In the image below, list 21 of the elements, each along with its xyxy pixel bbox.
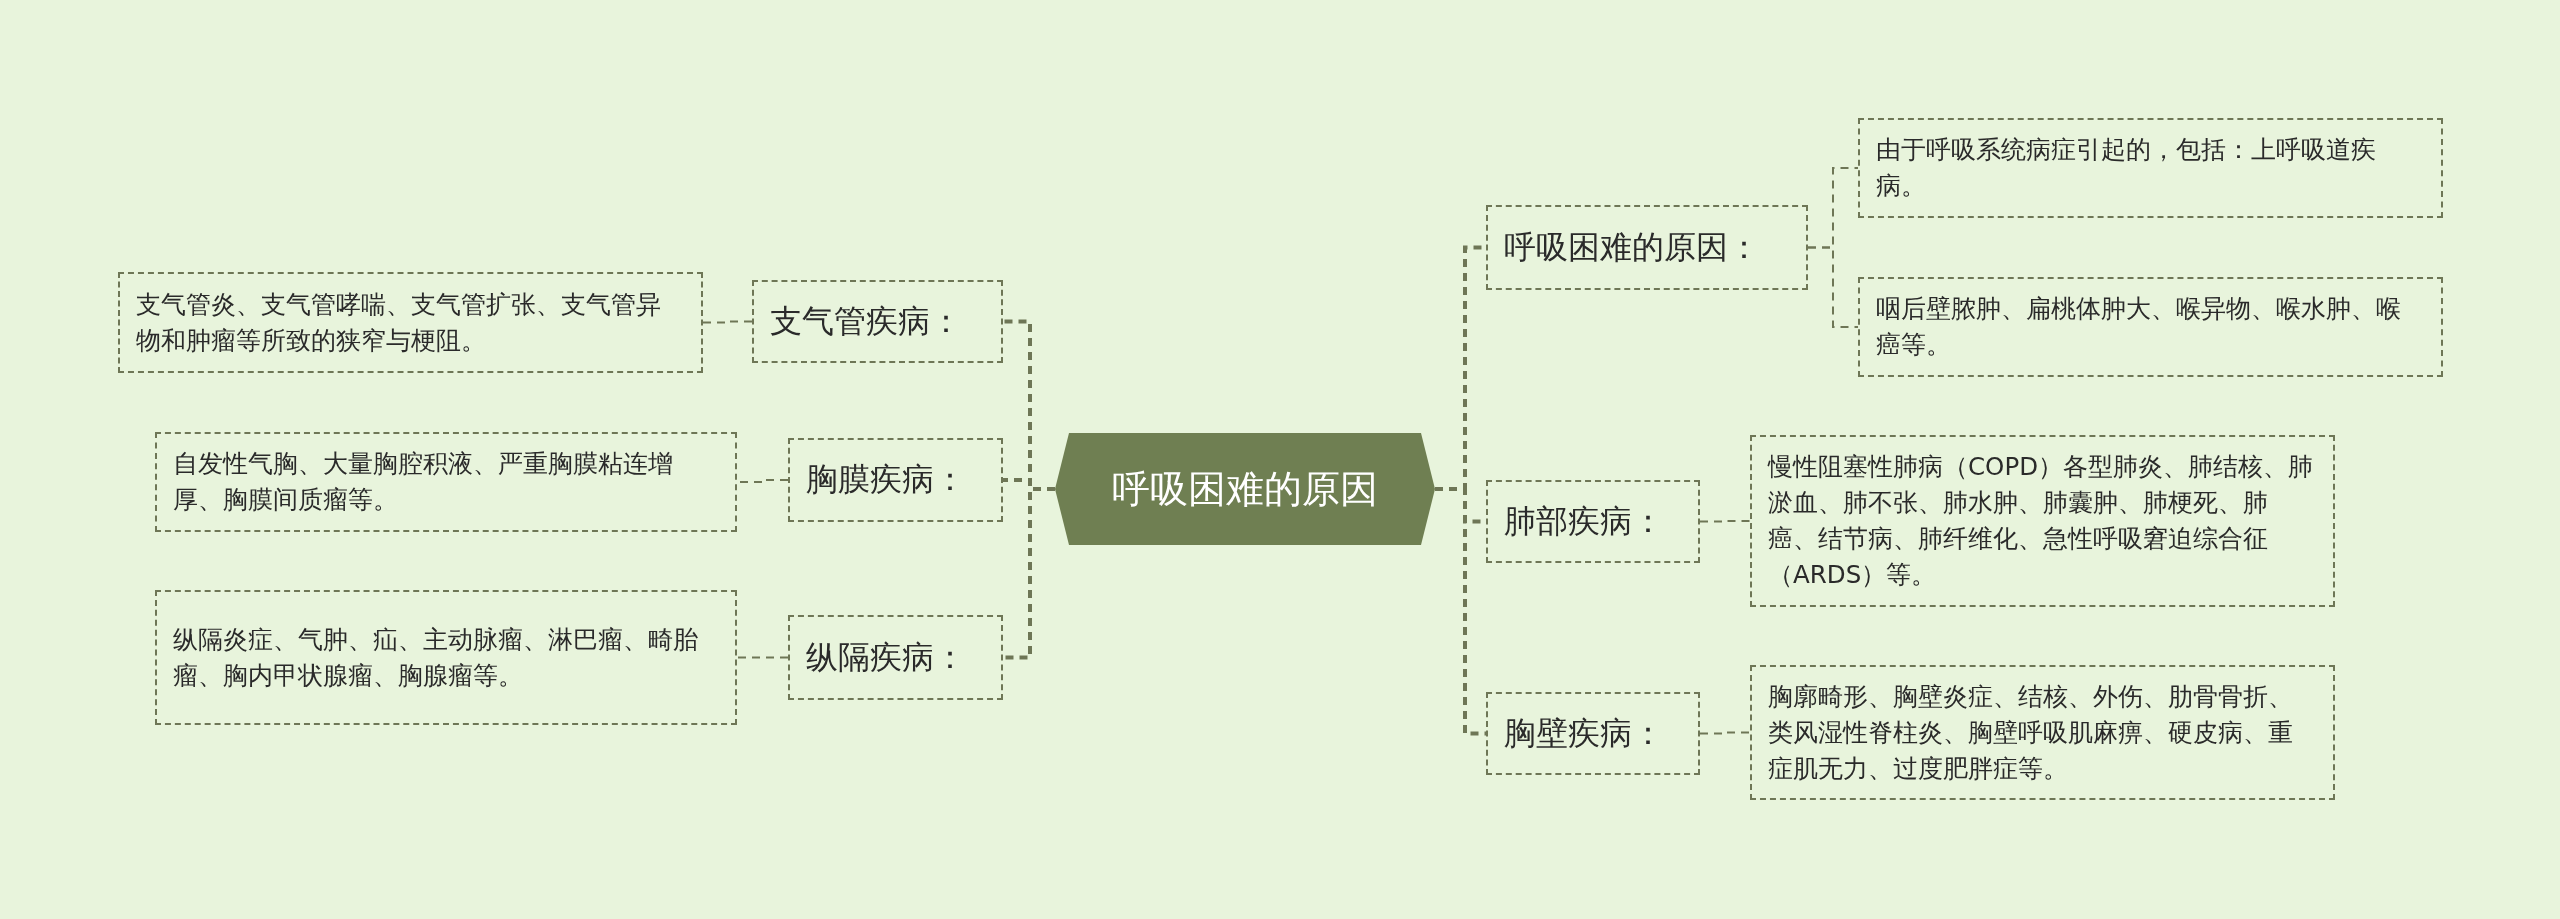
topic-box: 呼吸困难的原因： bbox=[1486, 205, 1808, 290]
detail-box: 由于呼吸系统病症引起的，包括：上呼吸道疾病。 bbox=[1858, 118, 2443, 218]
connector bbox=[1699, 731, 1751, 735]
topic-box: 肺部疾病： bbox=[1486, 480, 1700, 563]
topic-box: 纵隔疾病： bbox=[788, 615, 1003, 700]
topic-box: 胸膜疾病： bbox=[788, 438, 1003, 522]
connector bbox=[1699, 520, 1751, 523]
detail-box: 纵隔炎症、气肿、疝、主动脉瘤、淋巴瘤、畸胎瘤、胸内甲状腺瘤、胸腺瘤等。 bbox=[155, 590, 737, 725]
connector bbox=[702, 320, 753, 324]
topic-box: 支气管疾病： bbox=[752, 280, 1003, 363]
connector bbox=[736, 656, 789, 659]
connector bbox=[1435, 487, 1486, 736]
detail-box: 慢性阻塞性肺病（COPD）各型肺炎、肺结核、肺淤血、肺不张、肺水肿、肺囊肿、肺梗死、肺癌、结节病、肺纤维化、急性呼吸窘迫综合征（ARDS）等。 bbox=[1750, 435, 2335, 607]
connector bbox=[1807, 246, 1859, 328]
central-topic: 呼吸困难的原因 bbox=[1055, 433, 1435, 545]
topic-box: 胸壁疾病： bbox=[1486, 692, 1700, 775]
connector bbox=[1003, 487, 1055, 660]
detail-box: 咽后壁脓肿、扁桃体肿大、喉异物、喉水肿、喉癌等。 bbox=[1858, 277, 2443, 377]
detail-box: 自发性气胸、大量胸腔积液、严重胸膜粘连增厚、胸膜间质瘤等。 bbox=[155, 432, 737, 532]
detail-box: 胸廓畸形、胸壁炎症、结核、外伤、肋骨骨折、类风湿性脊柱炎、胸壁呼吸肌麻痹、硬皮病、重症肌无力、过度肥胖症等。 bbox=[1750, 665, 2335, 800]
detail-box: 支气管炎、支气管哮喘、支气管扩张、支气管异物和肿瘤等所致的狭窄与梗阻。 bbox=[118, 272, 703, 373]
